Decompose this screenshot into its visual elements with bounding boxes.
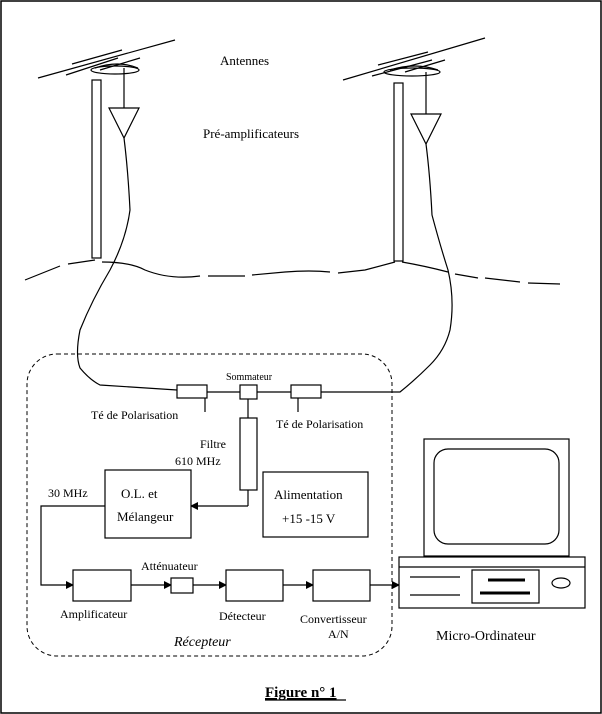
amplificateur-box — [72, 569, 132, 602]
recepteur-label: Récepteur — [173, 635, 231, 650]
alimentation-label: Alimentation — [274, 487, 343, 502]
te-polarisation-right — [290, 384, 322, 399]
ground-line — [24, 259, 561, 285]
right-cable — [321, 143, 453, 393]
left-antenna — [37, 39, 176, 108]
te-polarisation-right-label: Té de Polarisation — [276, 417, 363, 431]
right-antenna-mast — [393, 82, 404, 262]
left-preamp-triangle — [108, 107, 140, 140]
micro-ordinateur — [398, 438, 586, 609]
alimentation-box — [262, 471, 369, 538]
sommateur-label: Sommateur — [226, 372, 273, 383]
te-polarisation-left — [176, 384, 208, 399]
freq-30-label: 30 MHz — [48, 486, 88, 500]
amplificateur-label: Amplificateur — [60, 607, 127, 621]
right-antenna — [342, 37, 486, 114]
filtre-label: Filtre — [200, 437, 226, 451]
detecteur-label: Détecteur — [219, 609, 266, 623]
te-polarisation-left-label: Té de Polarisation — [91, 408, 178, 422]
filtre-freq-label: 610 MHz — [175, 454, 221, 468]
filtre-box — [239, 417, 258, 491]
preamplificateurs-label: Pré-amplificateurs — [203, 126, 299, 141]
convertisseur-an-label: A/N — [328, 627, 349, 641]
convertisseur-label: Convertisseur — [300, 612, 367, 626]
ol-label: O.L. et — [121, 486, 158, 501]
figure-caption: Figure n° 1 — [265, 685, 337, 701]
melangeur-label: Mélangeur — [117, 509, 174, 524]
ol-melangeur-box — [104, 469, 192, 539]
attenuateur-label: Atténuateur — [141, 559, 198, 573]
sommateur-box — [239, 384, 258, 400]
left-cable — [76, 137, 178, 391]
micro-ordinateur-label: Micro-Ordinateur — [436, 629, 536, 644]
antennes-label: Antennes — [220, 53, 269, 68]
attenuateur-box — [170, 577, 194, 594]
convertisseur-box — [312, 569, 371, 602]
left-antenna-mast — [91, 79, 102, 259]
alimentation-voltage-label: +15 -15 V — [282, 511, 336, 526]
right-preamp-triangle — [410, 113, 442, 146]
recepteur-boundary — [26, 353, 393, 657]
detecteur-box — [225, 569, 284, 602]
